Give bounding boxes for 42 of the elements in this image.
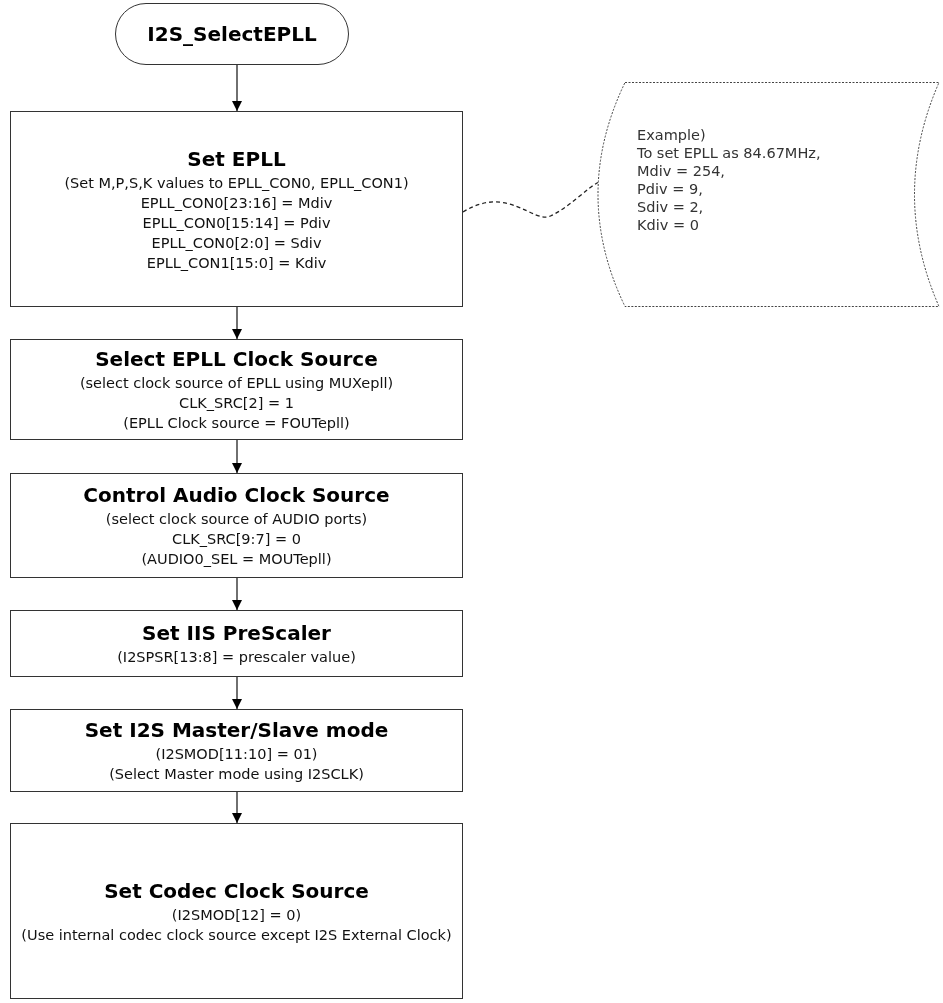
- process-text: (Set M,P,S,K values to EPLL_CON0, EPLL_CON1): [64, 173, 409, 193]
- process-text: EPLL_CON1[15:0] = Kdiv: [146, 253, 327, 273]
- arrow: [232, 577, 242, 611]
- connector-line: [462, 181, 599, 218]
- process-text: CLK_SRC[9:7] = 0: [172, 530, 301, 549]
- process-title: Set Codec Clock Source: [104, 877, 369, 905]
- process-box: [10, 339, 463, 440]
- process-text: (Use internal codec clock source except I2S External Clock): [21, 925, 452, 945]
- process-text: (select clock source of EPLL using MUXepll): [79, 374, 394, 393]
- arrow: [232, 439, 242, 474]
- process-text: (I2SMOD[12] = 0): [171, 905, 302, 925]
- process-text: EPLL_CON0[2:0] = Sdiv: [151, 233, 322, 253]
- process-box: [10, 610, 463, 677]
- process-text: (I2SPSR[13:8] = prescaler value): [117, 648, 356, 667]
- process-title: Set EPLL: [187, 145, 286, 173]
- process-title: Select EPLL Clock Source: [95, 346, 378, 373]
- process-text: CLK_SRC[2] = 1: [179, 394, 294, 413]
- arrow: [232, 64, 242, 112]
- process-title: Set IIS PreScaler: [142, 620, 331, 647]
- process-title: Set I2S Master/Slave mode: [84, 717, 389, 744]
- process-box: [10, 823, 463, 999]
- process-box: [10, 111, 463, 307]
- arrow: [232, 676, 242, 710]
- process-text: (EPLL Clock source = FOUTepll): [123, 414, 350, 433]
- process-text: EPLL_CON0[15:14] = Pdiv: [142, 213, 331, 233]
- annotation-text: To set EPLL as 84.67MHz,: [637, 143, 822, 162]
- annotation-text: Pdiv = 9,: [637, 179, 704, 198]
- annotation-text: Sdiv = 2,: [637, 197, 705, 216]
- annotation-text: Example): [637, 125, 707, 144]
- process-title: Control Audio Clock Source: [83, 482, 390, 509]
- process-text: (select clock source of AUDIO ports): [105, 510, 368, 529]
- arrow: [232, 791, 242, 824]
- terminator-label: I2S_SelectEPLL: [147, 20, 317, 48]
- process-box: [10, 473, 463, 578]
- process-text: (I2SMOD[11:10] = 01): [155, 745, 318, 764]
- process-text: (Select Master mode using I2SCLK): [109, 765, 364, 784]
- process-text: EPLL_CON0[23:16] = Mdiv: [140, 193, 333, 213]
- process-box: [10, 709, 463, 792]
- annotation-text: Mdiv = 254,: [637, 161, 726, 180]
- process-text: (AUDIO0_SEL = MOUTepll): [141, 550, 332, 569]
- arrow: [232, 306, 242, 340]
- annotation-text: Kdiv = 0: [637, 215, 700, 234]
